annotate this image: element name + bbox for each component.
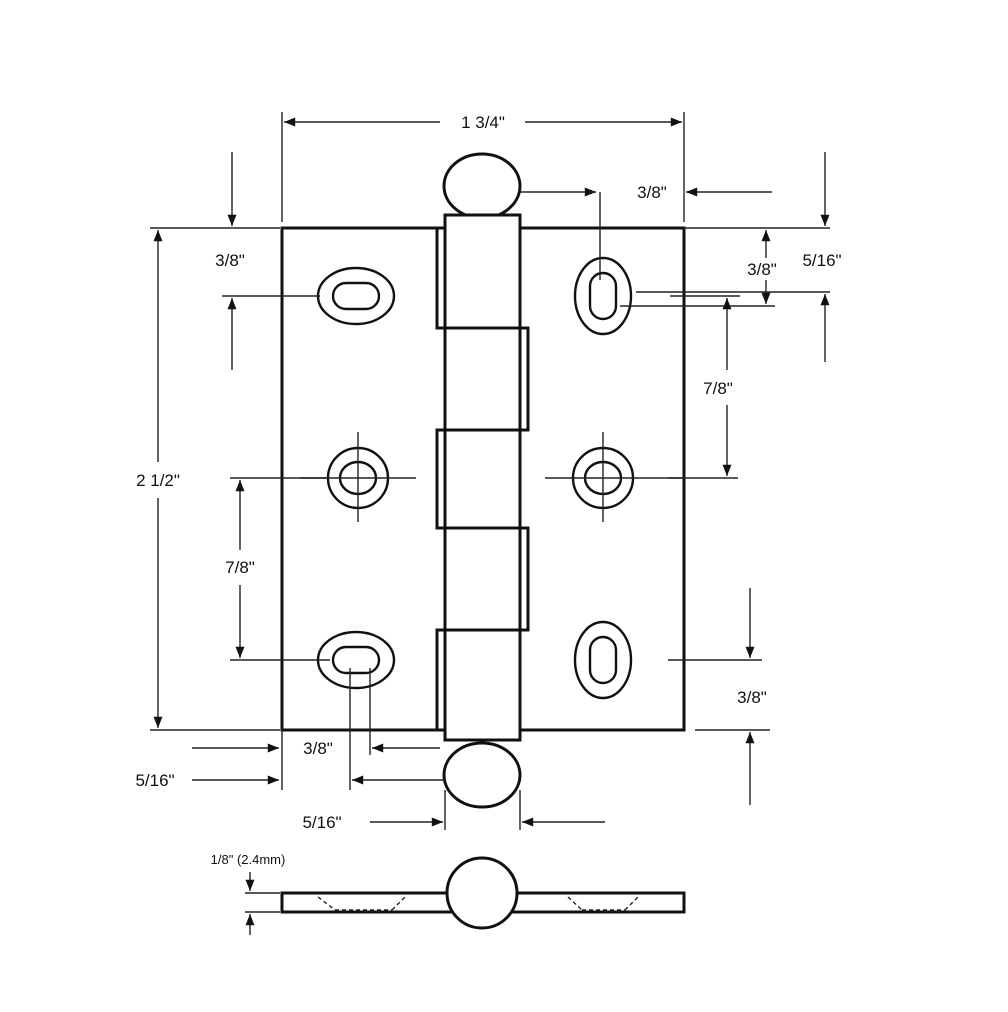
extension-lines — [150, 112, 830, 830]
barrel-width-label: 5/16" — [302, 813, 341, 832]
side-view — [280, 856, 686, 930]
right-spacing-label: 7/8" — [703, 379, 733, 398]
thickness-label: 1/8" (2.4mm) — [211, 852, 286, 867]
overall-width-label: 1 3/4" — [461, 113, 505, 132]
left-spacing-label: 7/8" — [225, 558, 255, 577]
slot-width-label: 3/8" — [303, 739, 333, 758]
bottom-right-label: 3/8" — [737, 688, 767, 707]
bottom-finial — [442, 741, 522, 809]
overall-height-label: 2 1/2" — [136, 471, 180, 490]
top-right-edge-label: 5/16" — [802, 251, 841, 270]
top-right-hole-label: 3/8" — [747, 260, 777, 279]
top-finial — [442, 152, 522, 220]
barrel — [443, 213, 522, 742]
dimension-arrows — [153, 117, 830, 935]
finial-offset-label: 3/8" — [637, 183, 667, 202]
top-left-label: 3/8" — [215, 251, 245, 270]
left-edge-slot-label: 5/16" — [135, 771, 174, 790]
